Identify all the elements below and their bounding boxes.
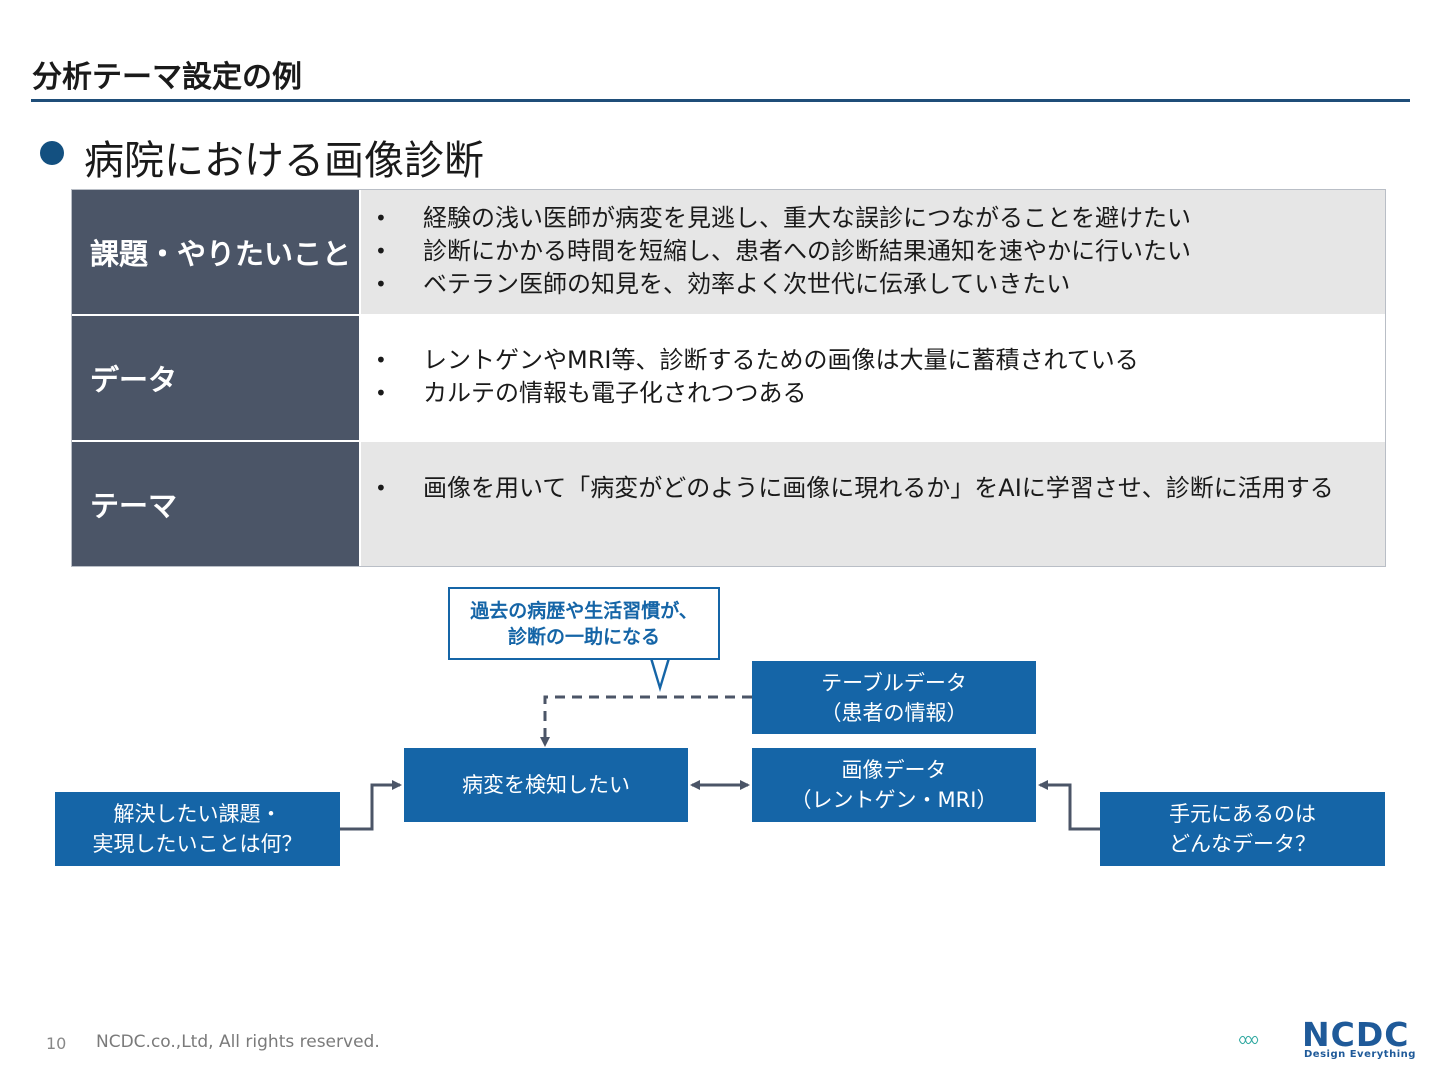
list-item: レントゲンやMRI等、診断するための画像は大量に蓄積されている [375, 344, 1365, 377]
section-bullet-icon [40, 141, 64, 165]
onhand-connector [1038, 780, 1100, 831]
box-line: 解決したい課題・ [113, 802, 282, 826]
callout-line: 過去の病歴や生活習慣が、 [470, 599, 698, 622]
list-item: 診断にかかる時間を短縮し、患者への診断結果通知を速やかに行いたい [375, 235, 1365, 268]
box-line: 実現したいことは何？ [92, 832, 303, 856]
box-line: テーブルデータ [821, 670, 967, 695]
callout-box: 過去の病歴や生活習慣が、 診断の一助になる [448, 587, 720, 660]
goal-connector [340, 780, 402, 831]
onhand-box: 手元にあるのは どんなデータ？ [1100, 792, 1385, 866]
list-item: 経験の浅い医師が病変を見逃し、重大な誤診につながることを避けたい [375, 202, 1365, 235]
table-row-data: データ レントゲンやMRI等、診断するための画像は大量に蓄積されている カルテの… [72, 314, 1385, 440]
box-line: 画像データ [841, 758, 947, 782]
dashed-connector [540, 695, 752, 747]
row-header: 課題・やりたいこと [72, 190, 361, 314]
box-line: （患者の情報） [820, 700, 968, 725]
image-data-box: 画像データ （レントゲン・MRI） [752, 748, 1036, 822]
table-data-box: テーブルデータ （患者の情報） [752, 661, 1036, 734]
section-heading: 病院における画像診断 [84, 138, 484, 184]
logo-subtitle: Design Everything [1304, 1049, 1416, 1060]
box-line: （レントゲン・MRI） [790, 788, 998, 812]
callout-line: 診断の一助になる [507, 625, 660, 648]
box-line: 手元にあるのは [1169, 802, 1316, 826]
row-content: レントゲンやMRI等、診断するための画像は大量に蓄積されている カルテの情報も電… [361, 316, 1385, 440]
list-item: カルテの情報も電子化されつつある [375, 377, 1365, 410]
copyright: NCDC.co.,Ltd, All rights reserved. [96, 1032, 380, 1052]
goal-box: 解決したい課題・ 実現したいことは何？ [55, 792, 340, 866]
row-header: データ [72, 316, 361, 440]
box-line: どんなデータ？ [1169, 832, 1316, 856]
callout-pointer-icon [650, 659, 670, 692]
row-header: テーマ [72, 442, 361, 566]
logo-text: NCDC [1302, 1015, 1410, 1054]
row-content: 画像を用いて「病変がどのように画像に現れるか」をAIに学習させ、診断に活用する [361, 442, 1385, 566]
ncdc-logo-icon [1238, 1035, 1259, 1045]
box-line: 病変を検知したい [462, 773, 630, 797]
row-content: 経験の浅い医師が病変を見逃し、重大な誤診につながることを避けたい 診断にかかる時… [361, 190, 1385, 314]
page-number: 10 [46, 1034, 67, 1053]
theme-table: 課題・やりたいこと 経験の浅い医師が病変を見逃し、重大な誤診につながることを避け… [71, 189, 1386, 567]
title-divider [31, 99, 1410, 102]
page-title: 分析テーマ設定の例 [32, 60, 302, 95]
list-item: 画像を用いて「病変がどのように画像に現れるか」をAIに学習させ、診断に活用する [375, 472, 1365, 505]
table-row-theme: テーマ 画像を用いて「病変がどのように画像に現れるか」をAIに学習させ、診断に活… [72, 440, 1385, 566]
detect-box: 病変を検知したい [404, 748, 688, 822]
table-row-issues: 課題・やりたいこと 経験の浅い医師が病変を見逃し、重大な誤診につながることを避け… [72, 190, 1385, 314]
list-item: ベテラン医師の知見を、効率よく次世代に伝承していきたい [375, 268, 1365, 301]
